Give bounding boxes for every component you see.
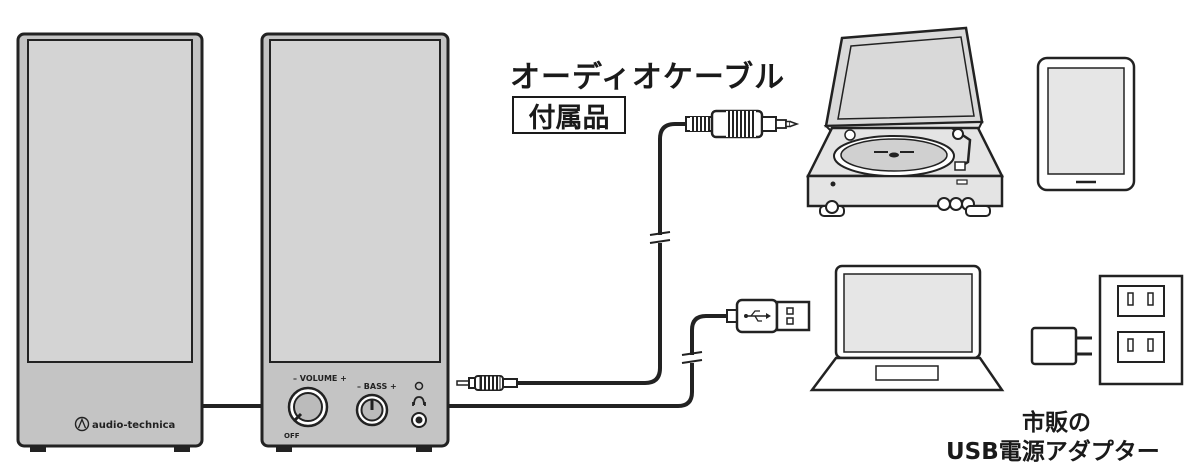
bass-knob[interactable] <box>355 393 389 427</box>
audio-technica-logo-icon <box>74 416 90 432</box>
brand-logo-text: audio-technica <box>92 420 175 431</box>
audio-plug-small <box>456 375 518 391</box>
power-led-icon <box>414 381 424 391</box>
audio-plug-large <box>685 109 800 139</box>
included-accessory-badge: 付属品 <box>512 96 626 134</box>
usb-adapter-label-line1: 市販の <box>1022 410 1091 436</box>
bass-label: – BASS + <box>357 382 397 391</box>
off-label: OFF <box>284 432 300 440</box>
turntable <box>805 26 1005 217</box>
audio-cable <box>456 109 800 391</box>
usb-cable <box>448 298 811 408</box>
laptop <box>809 264 1005 392</box>
tablet <box>1036 56 1136 192</box>
right-speaker: – VOLUME + OFF – BASS + <box>260 32 450 452</box>
wall-outlet <box>1098 274 1184 386</box>
usb-power-adapter <box>1030 326 1092 366</box>
headphone-jack[interactable] <box>411 412 427 428</box>
audio-cable-label: オーディオケーブル <box>510 60 786 95</box>
usb-symbol-icon <box>744 310 771 322</box>
left-speaker: audio-technica <box>16 32 204 452</box>
volume-label: – VOLUME + <box>293 374 347 383</box>
usb-adapter-label-line2: USB電源アダプター <box>946 439 1160 465</box>
volume-knob[interactable] <box>287 386 329 428</box>
usb-plug <box>726 298 811 334</box>
headphone-icon <box>412 396 426 406</box>
